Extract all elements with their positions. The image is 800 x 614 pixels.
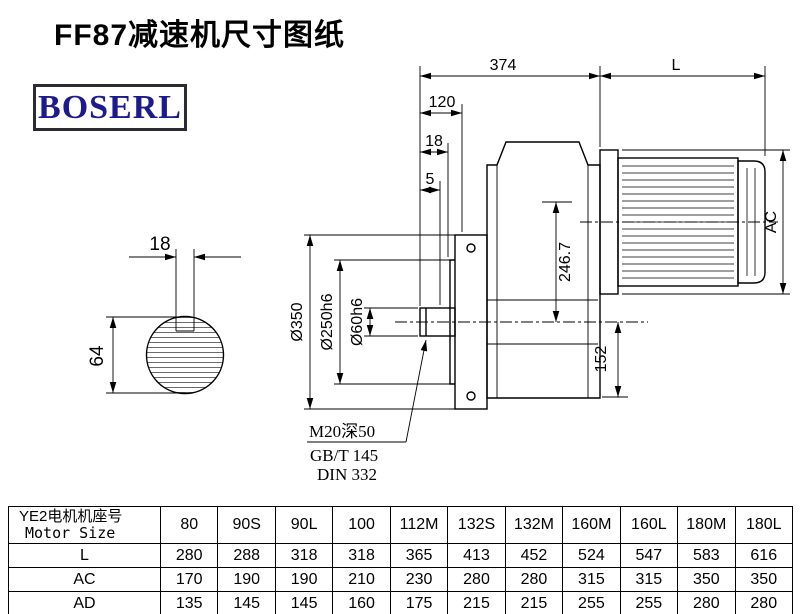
table-cell: 190 [217, 567, 276, 592]
table-cell: 616 [734, 543, 794, 568]
dim-label-152: 152 [593, 346, 610, 373]
table-cell: 315 [562, 567, 621, 592]
table-cell: 280 [159, 543, 219, 568]
table-cell: 365 [389, 543, 449, 568]
table-cell: 452 [504, 543, 564, 568]
table-cell: 524 [562, 543, 621, 568]
table-header-en: Motor Size [25, 524, 116, 542]
main-dimensions [304, 66, 790, 443]
brand-logo-box: BOSERL [33, 84, 187, 131]
table-cell: 255 [562, 591, 621, 614]
centerlines [395, 221, 778, 323]
dim-label-spigot-diameter: Ø250h6 [319, 293, 336, 350]
dim-label-L: L [672, 57, 681, 74]
page-title: FF87减速机尺寸图纸 [54, 19, 346, 52]
table-cell: 145 [274, 591, 334, 614]
dimension-shaft-height [106, 316, 185, 394]
dim-label-5: 5 [426, 171, 435, 188]
column-header: 100 [332, 506, 391, 544]
flange-bolt-hole [466, 243, 476, 253]
table-cell: 350 [734, 567, 794, 592]
table-cell: 160 [332, 591, 391, 614]
column-header: 160M [562, 506, 621, 544]
table-cell: 215 [504, 591, 564, 614]
gearbox-outline [419, 141, 601, 410]
column-header: 112M [389, 506, 449, 544]
table-cell: 170 [159, 567, 219, 592]
flange-bolt-hole [466, 391, 476, 401]
dim-label-246-7: 246.7 [557, 242, 574, 282]
note-tapped-hole: M20深50 [309, 422, 375, 441]
motor-size-table: YE2电机机座号 Motor Size 80 90S 90L 100 112M … [8, 506, 794, 614]
table-cell: 175 [389, 591, 449, 614]
dim-label-374: 374 [490, 57, 517, 74]
table-corner-cell: YE2电机机座号 Motor Size [8, 506, 161, 544]
table-cell: 280 [504, 567, 564, 592]
table-cell: 318 [332, 543, 391, 568]
table-cell: 230 [389, 567, 449, 592]
housing-body [486, 141, 601, 399]
table-cell: 190 [274, 567, 334, 592]
table-cell: 583 [677, 543, 736, 568]
flange-spigot [449, 259, 455, 385]
table-cell: 280 [734, 591, 794, 614]
dim-label-18: 18 [425, 133, 443, 150]
dim-label-shaft-diameter: Ø60h6 [349, 298, 366, 346]
column-header: 160L [619, 506, 679, 544]
column-header: 80 [159, 506, 219, 544]
table-header-cn: YE2电机机座号 [19, 508, 123, 525]
motor-fins [622, 165, 734, 279]
dim-label-120: 120 [429, 94, 456, 111]
table-row-AD: AD 135 145 145 160 175 215 215 255 255 2… [8, 591, 794, 614]
table-cell: 210 [332, 567, 391, 592]
row-label-AC: AC [8, 567, 161, 592]
column-header: 132S [447, 506, 506, 544]
note-standard-din: DIN 332 [317, 465, 377, 484]
table-cell: 318 [274, 543, 334, 568]
table-cell: 350 [677, 567, 736, 592]
table-cell: 280 [447, 567, 506, 592]
table-cell: 288 [217, 543, 276, 568]
table-cell: 255 [619, 591, 679, 614]
table-row-L: L 280 288 318 318 365 413 452 524 547 58… [8, 543, 794, 568]
housing-interior-lines [487, 165, 598, 398]
column-header: 180M [677, 506, 736, 544]
brand-logo-text: BOSERL [38, 88, 182, 126]
dim-label-key-width: 18 [149, 234, 170, 255]
column-header: 90L [274, 506, 334, 544]
motor-fan-cowl [737, 160, 766, 284]
shaft-section-view: 18 64 [87, 234, 241, 395]
table-cell: 215 [447, 591, 506, 614]
dim-label-AC: AC [763, 211, 780, 233]
technical-drawing: 18 64 [87, 57, 790, 484]
shaft-section-circle [145, 315, 225, 395]
table-cell: 547 [619, 543, 679, 568]
table-cell: 315 [619, 567, 679, 592]
table-cell: 145 [217, 591, 276, 614]
column-header: 90S [217, 506, 276, 544]
table-header-row: YE2电机机座号 Motor Size 80 90S 90L 100 112M … [8, 506, 794, 544]
row-label-L: L [8, 543, 161, 568]
dim-label-shaft-height: 64 [87, 345, 108, 367]
column-header: 180L [734, 506, 794, 544]
note-standard-gbt: GB/T 145 [310, 446, 378, 465]
table-cell: 280 [677, 591, 736, 614]
row-label-AD: AD [8, 591, 161, 614]
table-cell: 413 [447, 543, 506, 568]
column-header: 132M [504, 506, 564, 544]
table-cell: 135 [159, 591, 219, 614]
dim-label-flange-diameter: Ø350 [289, 302, 306, 341]
table-row-AC: AC 170 190 190 210 230 280 280 315 315 3… [8, 567, 794, 592]
